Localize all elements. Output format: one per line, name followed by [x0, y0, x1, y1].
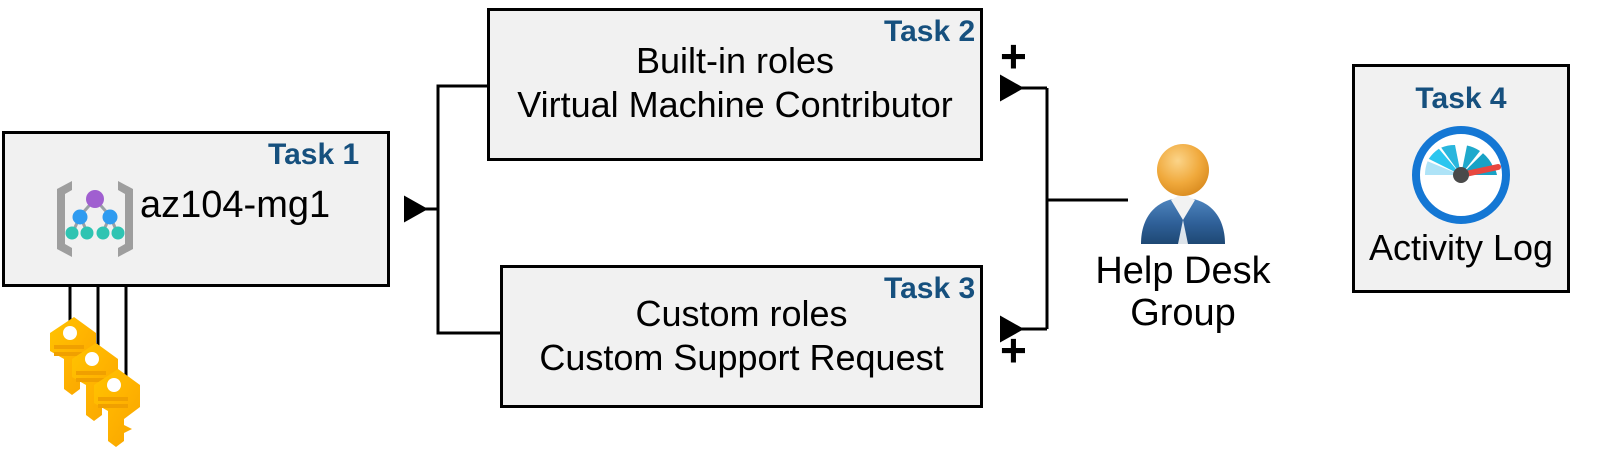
keys-icon	[50, 317, 140, 447]
task1-box[interactable]	[2, 131, 390, 287]
key-1	[50, 317, 96, 395]
bracket-right	[1000, 74, 1128, 343]
key-3	[94, 369, 140, 447]
task2-label: Task 2	[884, 15, 976, 48]
task3-label: Task 3	[884, 272, 976, 305]
helpdesk-label-line-1: Help Desk	[1095, 250, 1271, 292]
task4-label: Task 4	[1415, 82, 1507, 115]
key-2	[72, 343, 118, 421]
task2-line-1: Built-in roles	[635, 40, 835, 81]
plus-operator-bottom: +	[1000, 324, 1027, 376]
task1-title: az104-mg1	[140, 184, 331, 226]
user-group-icon	[1141, 144, 1225, 244]
bracket-left	[404, 84, 500, 335]
task2-line-2: Virtual Machine Contributor	[517, 84, 953, 125]
task3-line-2: Custom Support Request	[539, 337, 944, 378]
helpdesk-label-line-2: Group	[1130, 292, 1236, 334]
management-group-icon	[57, 181, 133, 257]
task3-box[interactable]	[500, 265, 983, 408]
task1-label: Task 1	[268, 138, 360, 171]
task3-line-1: Custom roles	[635, 293, 848, 334]
task4-caption: Activity Log	[1368, 227, 1554, 268]
task2-box[interactable]	[487, 8, 983, 161]
plus-operator-top: +	[1000, 30, 1027, 82]
activity-log-gauge-icon	[1412, 126, 1510, 224]
